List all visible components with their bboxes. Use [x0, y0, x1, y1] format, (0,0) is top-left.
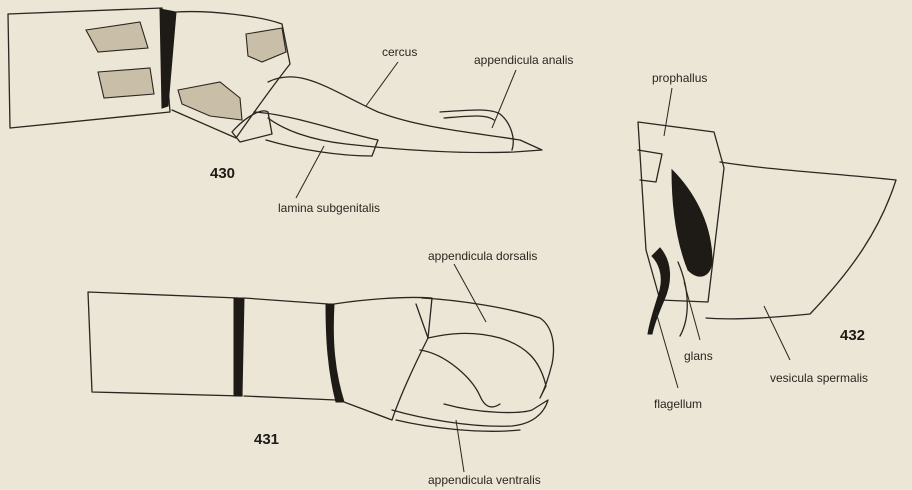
label-vesicula-spermalis: vesicula spermalis: [770, 371, 868, 385]
label-appendicula-dorsalis: appendicula dorsalis: [428, 249, 537, 263]
leader-line: [656, 312, 678, 388]
figure-number-431: 431: [254, 431, 279, 448]
figure-431: 431 appendicula dorsalis appendicula ven…: [88, 249, 554, 487]
label-prophallus: prophallus: [652, 71, 707, 85]
leader-line: [366, 62, 398, 106]
figure-432: 432 prophallus glans flagellum vesicula …: [638, 71, 896, 411]
label-appendicula-ventralis: appendicula ventralis: [428, 473, 541, 487]
label-glans: glans: [684, 349, 713, 363]
label-lamina-subgenitalis: lamina subgenitalis: [278, 201, 380, 215]
leader-line: [664, 88, 672, 136]
figure-431-drawing: [88, 292, 554, 431]
leader-line: [454, 264, 486, 322]
figure-number-432: 432: [840, 327, 865, 344]
label-appendicula-analis: appendicula analis: [474, 53, 573, 67]
label-flagellum: flagellum: [654, 397, 702, 411]
leader-line: [296, 146, 324, 198]
figure-432-drawing: [638, 122, 896, 336]
leader-line: [492, 70, 516, 128]
label-cercus: cercus: [382, 45, 417, 59]
leader-line: [456, 420, 464, 472]
figure-430-drawing: [8, 8, 542, 156]
leader-line: [764, 306, 790, 360]
figure-430: 430 cercus appendicula analis lamina sub…: [8, 8, 573, 215]
figure-number-430: 430: [210, 165, 235, 182]
